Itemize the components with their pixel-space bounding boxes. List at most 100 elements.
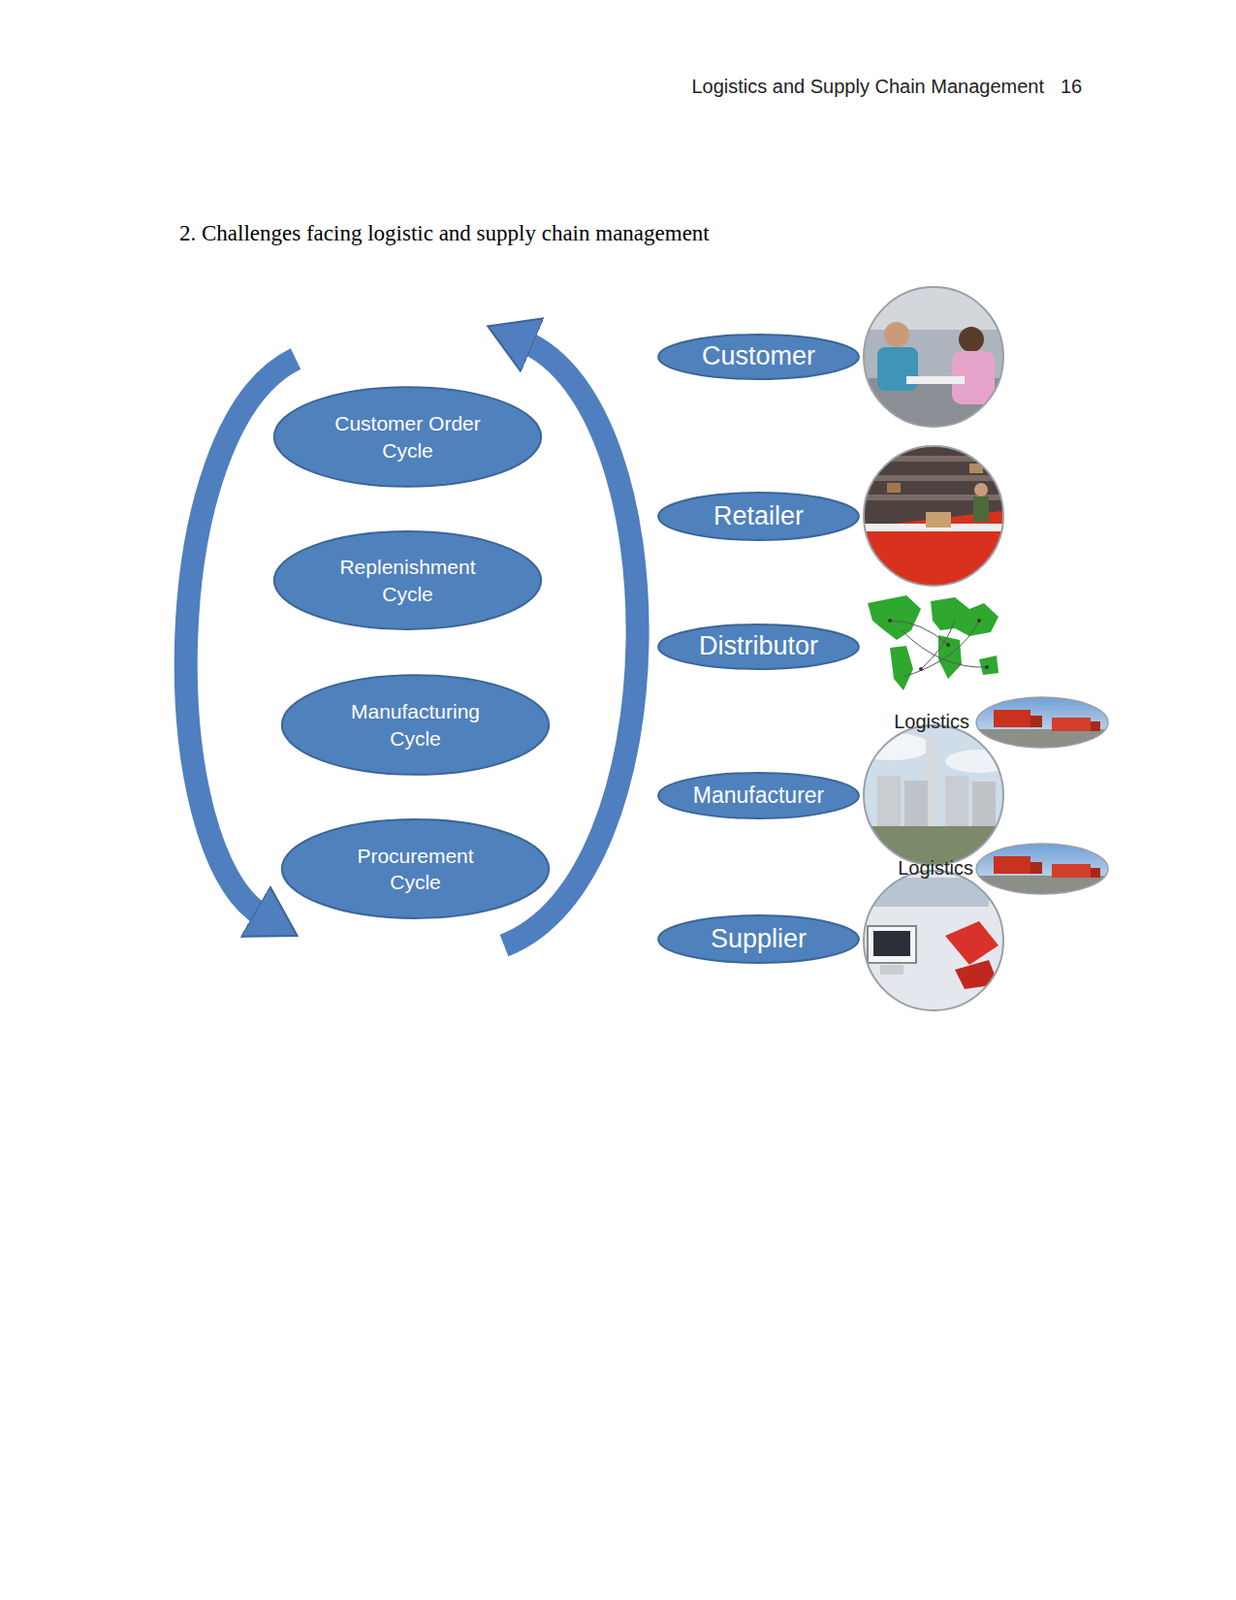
illustration-part: [993, 709, 1031, 728]
photo-frame: [863, 870, 1004, 1011]
illustration-part: [974, 842, 1110, 895]
truck-photo: [974, 842, 1110, 895]
stage-ellipse: Retailer: [656, 491, 861, 541]
illustration-part: [887, 618, 892, 623]
running-header: Logistics and Supply Chain Management: [691, 75, 1045, 98]
illustration-part: [958, 326, 984, 352]
illustration-part: [887, 618, 989, 671]
illustration-part: [880, 964, 904, 975]
world-map: [867, 595, 999, 691]
node-text: Manufacturer: [693, 781, 825, 811]
page-number: 16: [1060, 75, 1082, 98]
illustration-part: [930, 597, 999, 636]
illustration-part: [954, 959, 999, 989]
illustration-part: [857, 494, 1014, 501]
logistics-label: Logistics: [897, 856, 974, 880]
node-text: Procurement Cycle: [335, 842, 496, 896]
ellipse-shape: [279, 817, 552, 920]
illustration-part: [877, 775, 901, 829]
factory-photo: [853, 722, 1018, 868]
illustration-part: [1051, 717, 1091, 731]
illustration-part: [853, 722, 1018, 868]
illustration-part: [945, 920, 999, 965]
illustration-part: [972, 781, 996, 829]
photo-frame: [976, 697, 1109, 748]
illustration-part: [889, 620, 987, 677]
illustration-part: [977, 618, 982, 623]
illustration-part: [853, 732, 931, 761]
ellipse-outline: [274, 531, 541, 630]
illustration-part: [945, 775, 969, 829]
illustration-part: [906, 376, 965, 384]
supplier-photo: [853, 867, 1018, 1014]
illustration-part: [973, 496, 989, 522]
node-text: Customer: [701, 339, 816, 374]
illustration-part: [853, 867, 1018, 1014]
photo-frame: [863, 286, 1004, 427]
node-text: Customer Order Cycle: [327, 410, 488, 464]
ellipse-outline: [658, 334, 859, 380]
logistics-label: Logistics: [893, 710, 970, 733]
node-text: Distributor: [698, 629, 819, 664]
illustration-part: [853, 281, 1018, 437]
illustration-part: [904, 780, 928, 829]
illustration-part: [867, 925, 917, 963]
cycle-ellipse: Customer Order Cycle: [271, 384, 544, 489]
illustration-part: [984, 665, 989, 669]
illustration-part: [1030, 861, 1043, 874]
illustration-part: [857, 455, 1014, 462]
ellipse-outline: [658, 624, 859, 669]
ellipse-outline: [658, 915, 859, 963]
cycle-ellipse: Manufacturing Cycle: [279, 672, 552, 777]
section-heading: 2. Challenges facing logistic and supply…: [179, 221, 710, 247]
illustration-part: [979, 655, 999, 675]
illustration-part: [889, 645, 914, 691]
stage-ellipse: Supplier: [656, 914, 861, 964]
stage-ellipse: Customer: [656, 333, 861, 381]
node-text: Replenishment Cycle: [327, 553, 488, 607]
illustration-part: [946, 642, 951, 647]
ellipse-shape: [279, 672, 552, 777]
illustration-part: [1051, 863, 1091, 878]
illustration-part: [873, 930, 911, 956]
retailer-photo: [853, 441, 1018, 597]
illustration-part: [901, 630, 987, 667]
ellipse-outline: [282, 819, 549, 919]
illustration-part: [1090, 867, 1101, 878]
ellipse-shape: [271, 384, 544, 489]
illustration-part: [1030, 715, 1043, 728]
illustration-part: [945, 749, 1014, 773]
illustration-part: [903, 620, 980, 677]
node-text: Supplier: [710, 921, 807, 956]
stage-ellipse: Distributor: [656, 623, 861, 670]
photo-frame: [976, 843, 1109, 894]
ellipse-shape: [271, 529, 544, 632]
photo-frame: [863, 725, 1004, 865]
illustration-part: [919, 666, 923, 671]
illustration-part: [974, 728, 1110, 749]
illustration-part: [974, 875, 1110, 895]
customer-photo: [853, 281, 1018, 437]
illustration-part: [884, 321, 910, 348]
ellipse-outline: [282, 674, 549, 775]
cycle-ellipse: Procurement Cycle: [279, 817, 552, 920]
illustration-part: [889, 620, 949, 645]
illustration-part: [1090, 721, 1101, 731]
illustration-part: [993, 855, 1031, 874]
photo-frame: [863, 445, 1004, 586]
ellipse-outline: [658, 492, 859, 540]
illustration-part: [974, 482, 988, 497]
cycle-ellipse: Replenishment Cycle: [271, 529, 544, 632]
truck-photo: [974, 696, 1110, 749]
illustration-part: [925, 511, 951, 528]
illustration-part: [877, 347, 919, 391]
ellipse-outline: [274, 386, 541, 487]
illustration-part: [974, 696, 1110, 749]
illustration-part: [853, 441, 1018, 597]
node-text: Manufacturing Cycle: [335, 697, 496, 752]
illustration-part: [867, 595, 921, 640]
illustration-part: [938, 634, 962, 679]
node-text: Retailer: [713, 499, 804, 534]
ellipse-outline: [658, 772, 859, 819]
illustration-part: [862, 463, 877, 474]
